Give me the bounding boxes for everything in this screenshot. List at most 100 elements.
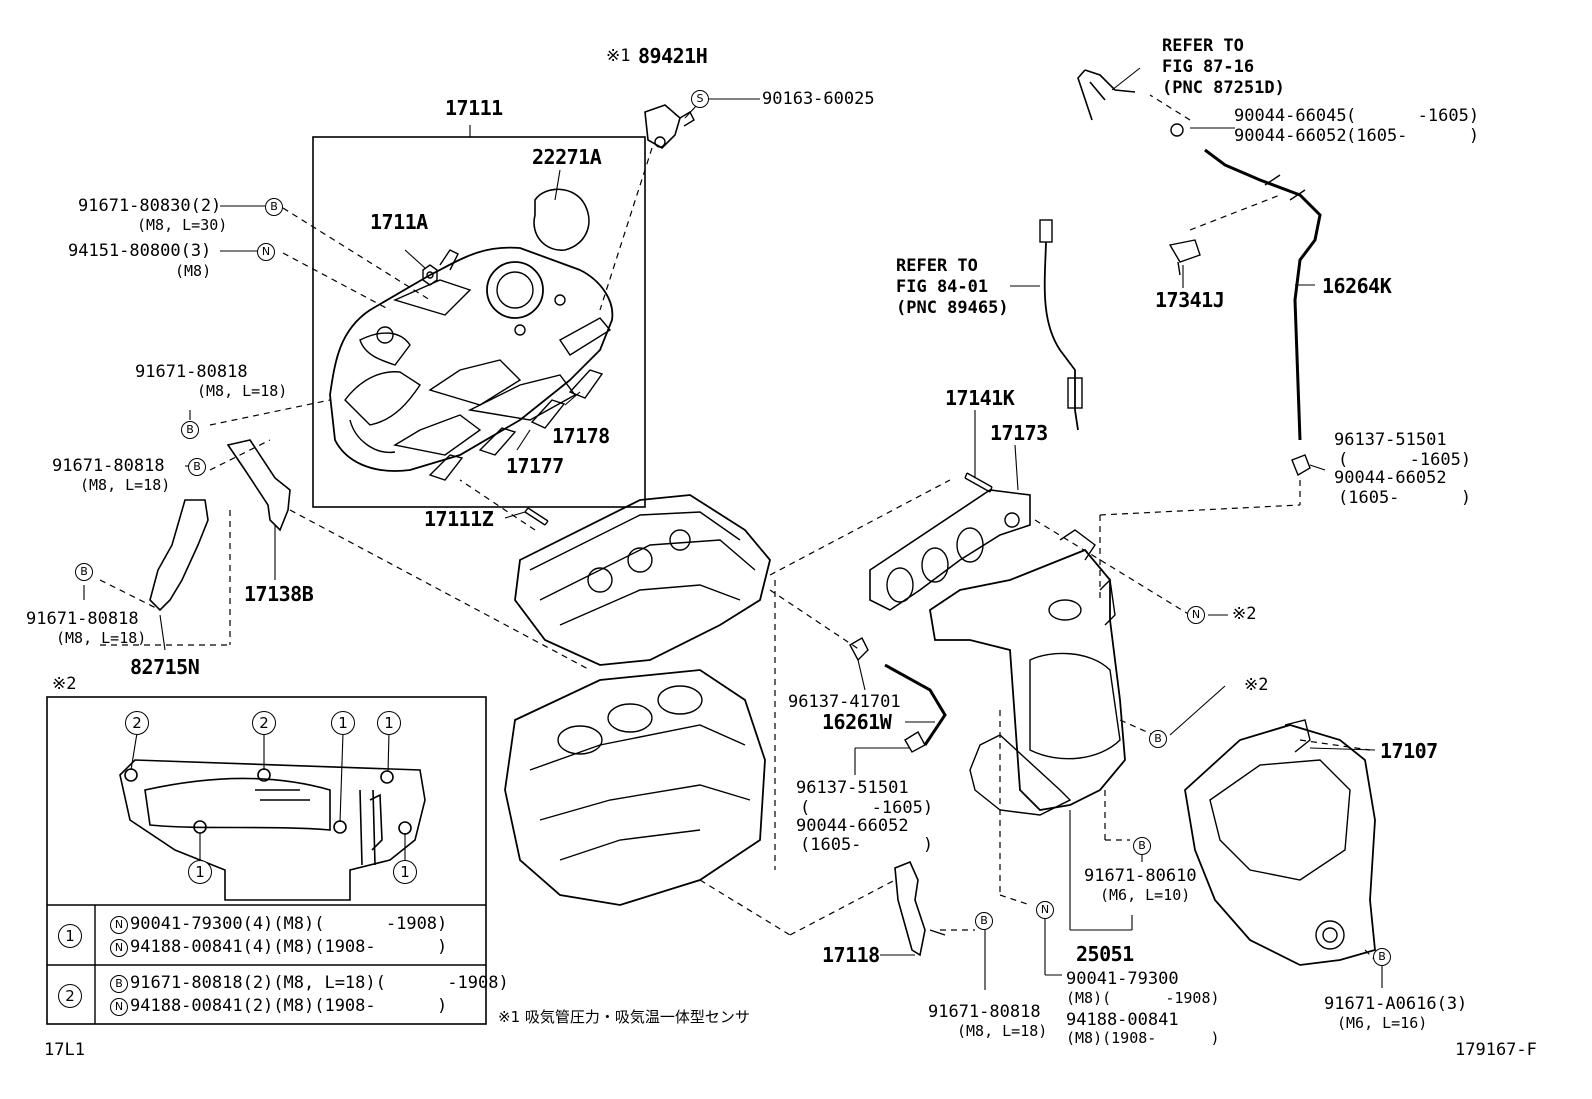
table-row-text: 91671-80818(2)(M8, L=18)( -1908)	[130, 973, 509, 993]
table-row-num-2: 2	[58, 984, 82, 1008]
label-90044-66052-right: 90044-66052	[1334, 468, 1447, 488]
label-17173: 17173	[990, 421, 1048, 445]
label-91671-80818-d: 91671-80818	[928, 1002, 1041, 1022]
label-90044-66052-left: 90044-66052	[796, 816, 909, 836]
label-91671-80818-a: 91671-80818	[135, 362, 248, 382]
bracket-17138b-drawing	[226, 439, 291, 532]
inset-callout-2: 2	[252, 711, 276, 735]
label-90163-60025: 90163-60025	[762, 89, 875, 109]
label-96137-51501-left-range: ( -1605)	[800, 798, 934, 818]
footnote-sensor: ※1 吸気管圧力・吸気温一体型センサ	[498, 1008, 750, 1026]
cylinder-head-drawing	[514, 494, 771, 666]
inset-manifold-drawing	[119, 759, 426, 901]
label-91671-80818-d-spec: (M8, L=18)	[957, 1022, 1048, 1040]
label-96137-41701: 96137-41701	[788, 692, 901, 712]
marker-b: B	[265, 198, 283, 216]
marker-b: B	[1149, 730, 1167, 748]
stud-17111z-drawing	[524, 507, 549, 526]
label-91671-80830-spec: (M8, L=30)	[137, 216, 228, 234]
label-91671-80830: 91671-80830(2)	[78, 196, 222, 216]
table-row-text: 94188-00841(2)(M8)(1908- )	[130, 996, 448, 1016]
label-94151-spec: (M8)	[175, 262, 212, 280]
marker-b: B	[181, 421, 199, 439]
label-91671-a0616: 91671-A0616(3)	[1324, 994, 1468, 1014]
label-90044-66052-top-range: (1605- )	[1346, 126, 1480, 146]
label-note2-b: ※2	[1244, 675, 1269, 695]
table-row-num-1: 1	[58, 924, 82, 948]
inset-note: ※2	[52, 674, 77, 694]
marker-n: N	[1187, 606, 1205, 624]
label-96137-51501-right-range: ( -1605)	[1338, 450, 1472, 470]
table-marker: N	[110, 916, 128, 934]
label-89421h-note: ※1	[606, 46, 631, 66]
nut-1711a-drawing	[422, 264, 438, 286]
label-94188-00841: 94188-00841	[1066, 1010, 1179, 1030]
marker-n: N	[1036, 901, 1054, 919]
label-16264k: 16264K	[1322, 274, 1392, 298]
label-note2-a: ※2	[1232, 604, 1257, 624]
dashed-leader-lines	[99, 94, 1376, 961]
hose-16261w-drawing	[884, 663, 947, 746]
label-1711a: 1711A	[370, 210, 428, 234]
label-94151-80800: 94151-80800(3)	[68, 241, 212, 261]
label-91671-80610-spec: (M6, L=10)	[1100, 886, 1191, 904]
intake-manifold-group-box	[312, 136, 646, 508]
label-91671-80818-b-spec: (M8, L=18)	[80, 476, 171, 494]
o2-sensor-harness-drawing	[1039, 219, 1083, 431]
inset-frame	[46, 696, 487, 1025]
table-marker: B	[110, 975, 128, 993]
intake-manifold-drawing	[329, 246, 614, 472]
corner-code-left: 17L1	[44, 1040, 85, 1060]
refer-fig-87-16-line1: REFER TO	[1162, 36, 1244, 56]
label-91671-80818-b: 91671-80818	[52, 456, 165, 476]
refer-fig-84-01-line3: (PNC 89465)	[896, 298, 1009, 318]
inset-callout-1: 1	[331, 711, 355, 735]
stud-17141k-drawing	[964, 472, 993, 493]
label-17177: 17177	[506, 454, 564, 478]
label-96137-51501-right: 96137-51501	[1334, 430, 1447, 450]
marker-b: B	[75, 563, 93, 581]
table-marker: N	[110, 939, 128, 957]
label-17111: 17111	[445, 96, 503, 120]
label-91671-80610: 91671-80610	[1084, 866, 1197, 886]
label-17118: 17118	[822, 943, 880, 967]
clip-96137-51501-drawing	[904, 731, 926, 753]
table-row-text: 94188-00841(4)(M8)(1908- )	[130, 937, 448, 957]
label-17111z: 17111Z	[424, 507, 494, 531]
label-17341j: 17341J	[1155, 288, 1225, 312]
refer-fig-84-01-line1: REFER TO	[896, 256, 978, 276]
label-89421h: 89421H	[638, 44, 708, 68]
refer-fig-87-16-line3: (PNC 87251D)	[1162, 78, 1285, 98]
clip-96137-41701-drawing	[849, 637, 869, 662]
bracket-17118-drawing	[894, 860, 926, 957]
label-17178: 17178	[552, 424, 610, 448]
label-96137-51501-left: 96137-51501	[796, 778, 909, 798]
table-row-text: 90041-79300(4)(M8)( -1908)	[130, 914, 448, 934]
marker-b: B	[1133, 837, 1151, 855]
refer-fig-84-01-line2: FIG 84-01	[896, 277, 989, 297]
solid-leader-lines	[83, 67, 1383, 990]
exhaust-manifold-converter-drawing	[929, 529, 1126, 816]
label-17107: 17107	[1380, 739, 1438, 763]
label-91671-80818-a-spec: (M8, L=18)	[197, 382, 288, 400]
inset-callout-1: 1	[393, 860, 417, 884]
label-90044-66045-range: ( -1605)	[1346, 106, 1480, 126]
label-91671-80818-c-spec: (M8, L=18)	[56, 629, 147, 647]
label-25051: 25051	[1076, 942, 1134, 966]
bracket-82715n-drawing	[149, 499, 209, 612]
marker-b: B	[975, 912, 993, 930]
label-90044-66045: 90044-66045	[1234, 106, 1347, 126]
clip-96137-51501-right-drawing	[1291, 454, 1311, 477]
label-17141k: 17141K	[945, 386, 1015, 410]
label-16261w: 16261W	[822, 710, 892, 734]
exhaust-gasket-drawing	[869, 489, 1031, 611]
label-82715n: 82715N	[130, 655, 200, 679]
engine-block-drawing	[504, 669, 766, 906]
inset-callout-1: 1	[377, 711, 401, 735]
inset-callout-1: 1	[188, 860, 212, 884]
label-90041-79300-range: (M8)( -1908)	[1066, 989, 1220, 1007]
marker-s: S	[691, 90, 709, 108]
table-marker: N	[110, 998, 128, 1016]
label-90044-66052-top: 90044-66052	[1234, 126, 1347, 146]
